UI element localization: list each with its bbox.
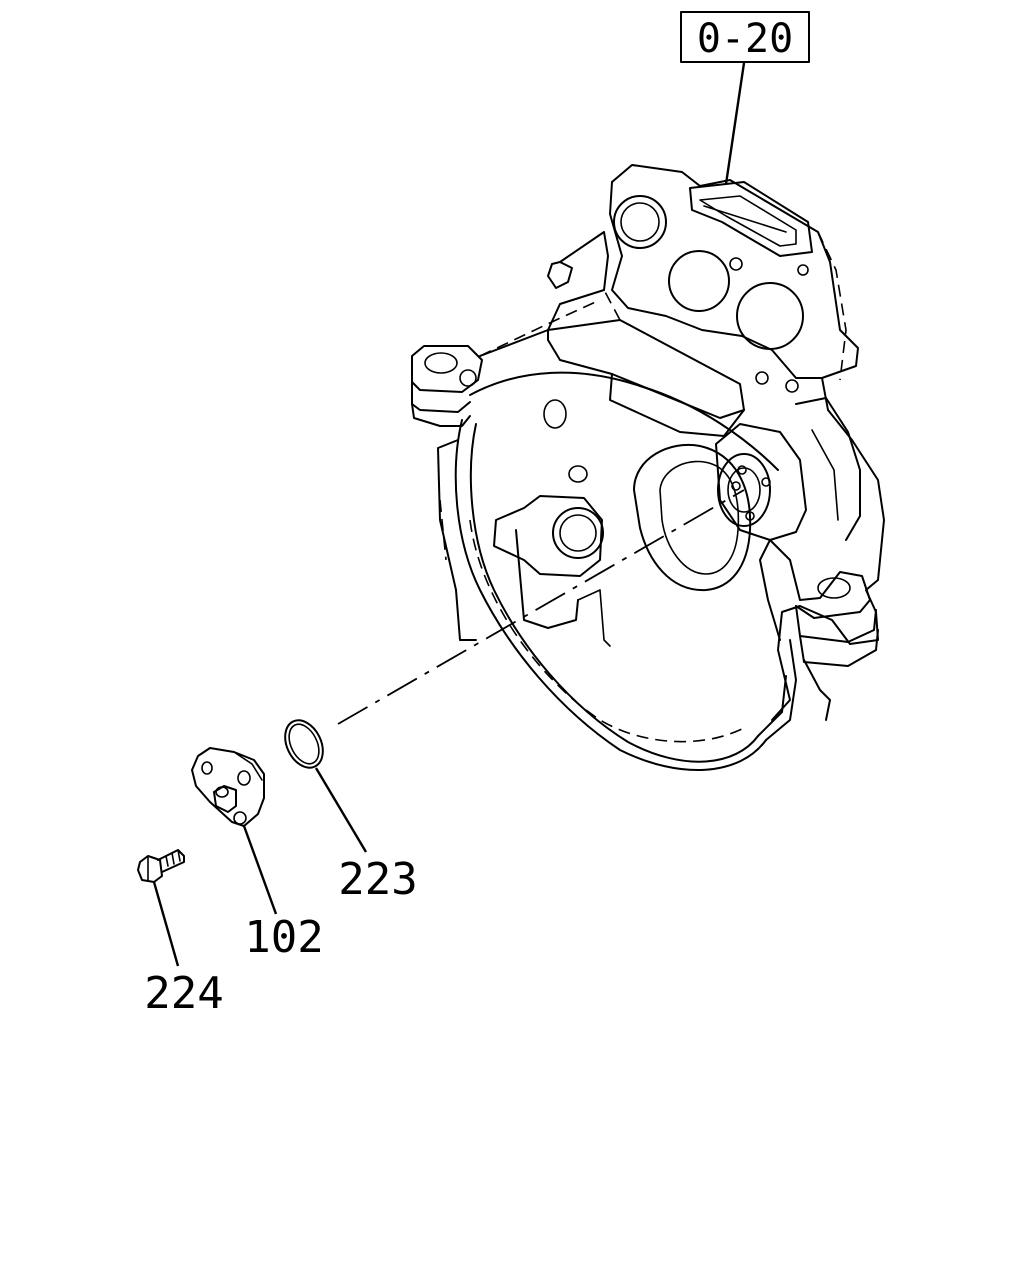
reference-box-label: 0-20 [697,16,793,62]
assembly-centerline [337,489,745,725]
cover-leader-line [242,825,278,915]
bolt-callout[interactable]: 224 [144,968,223,1019]
bolt-part[interactable] [137,849,185,883]
oring-part[interactable] [278,714,330,774]
reference-leader-line [724,62,746,185]
cover-part[interactable] [191,747,265,827]
reference-box[interactable]: 0-20 [680,11,810,63]
oring-callout[interactable]: 223 [338,854,417,905]
cover-callout[interactable]: 102 [244,912,323,963]
oring-leader-line [314,767,368,853]
flywheel-housing [411,164,885,771]
bolt-leader-line [152,881,180,967]
